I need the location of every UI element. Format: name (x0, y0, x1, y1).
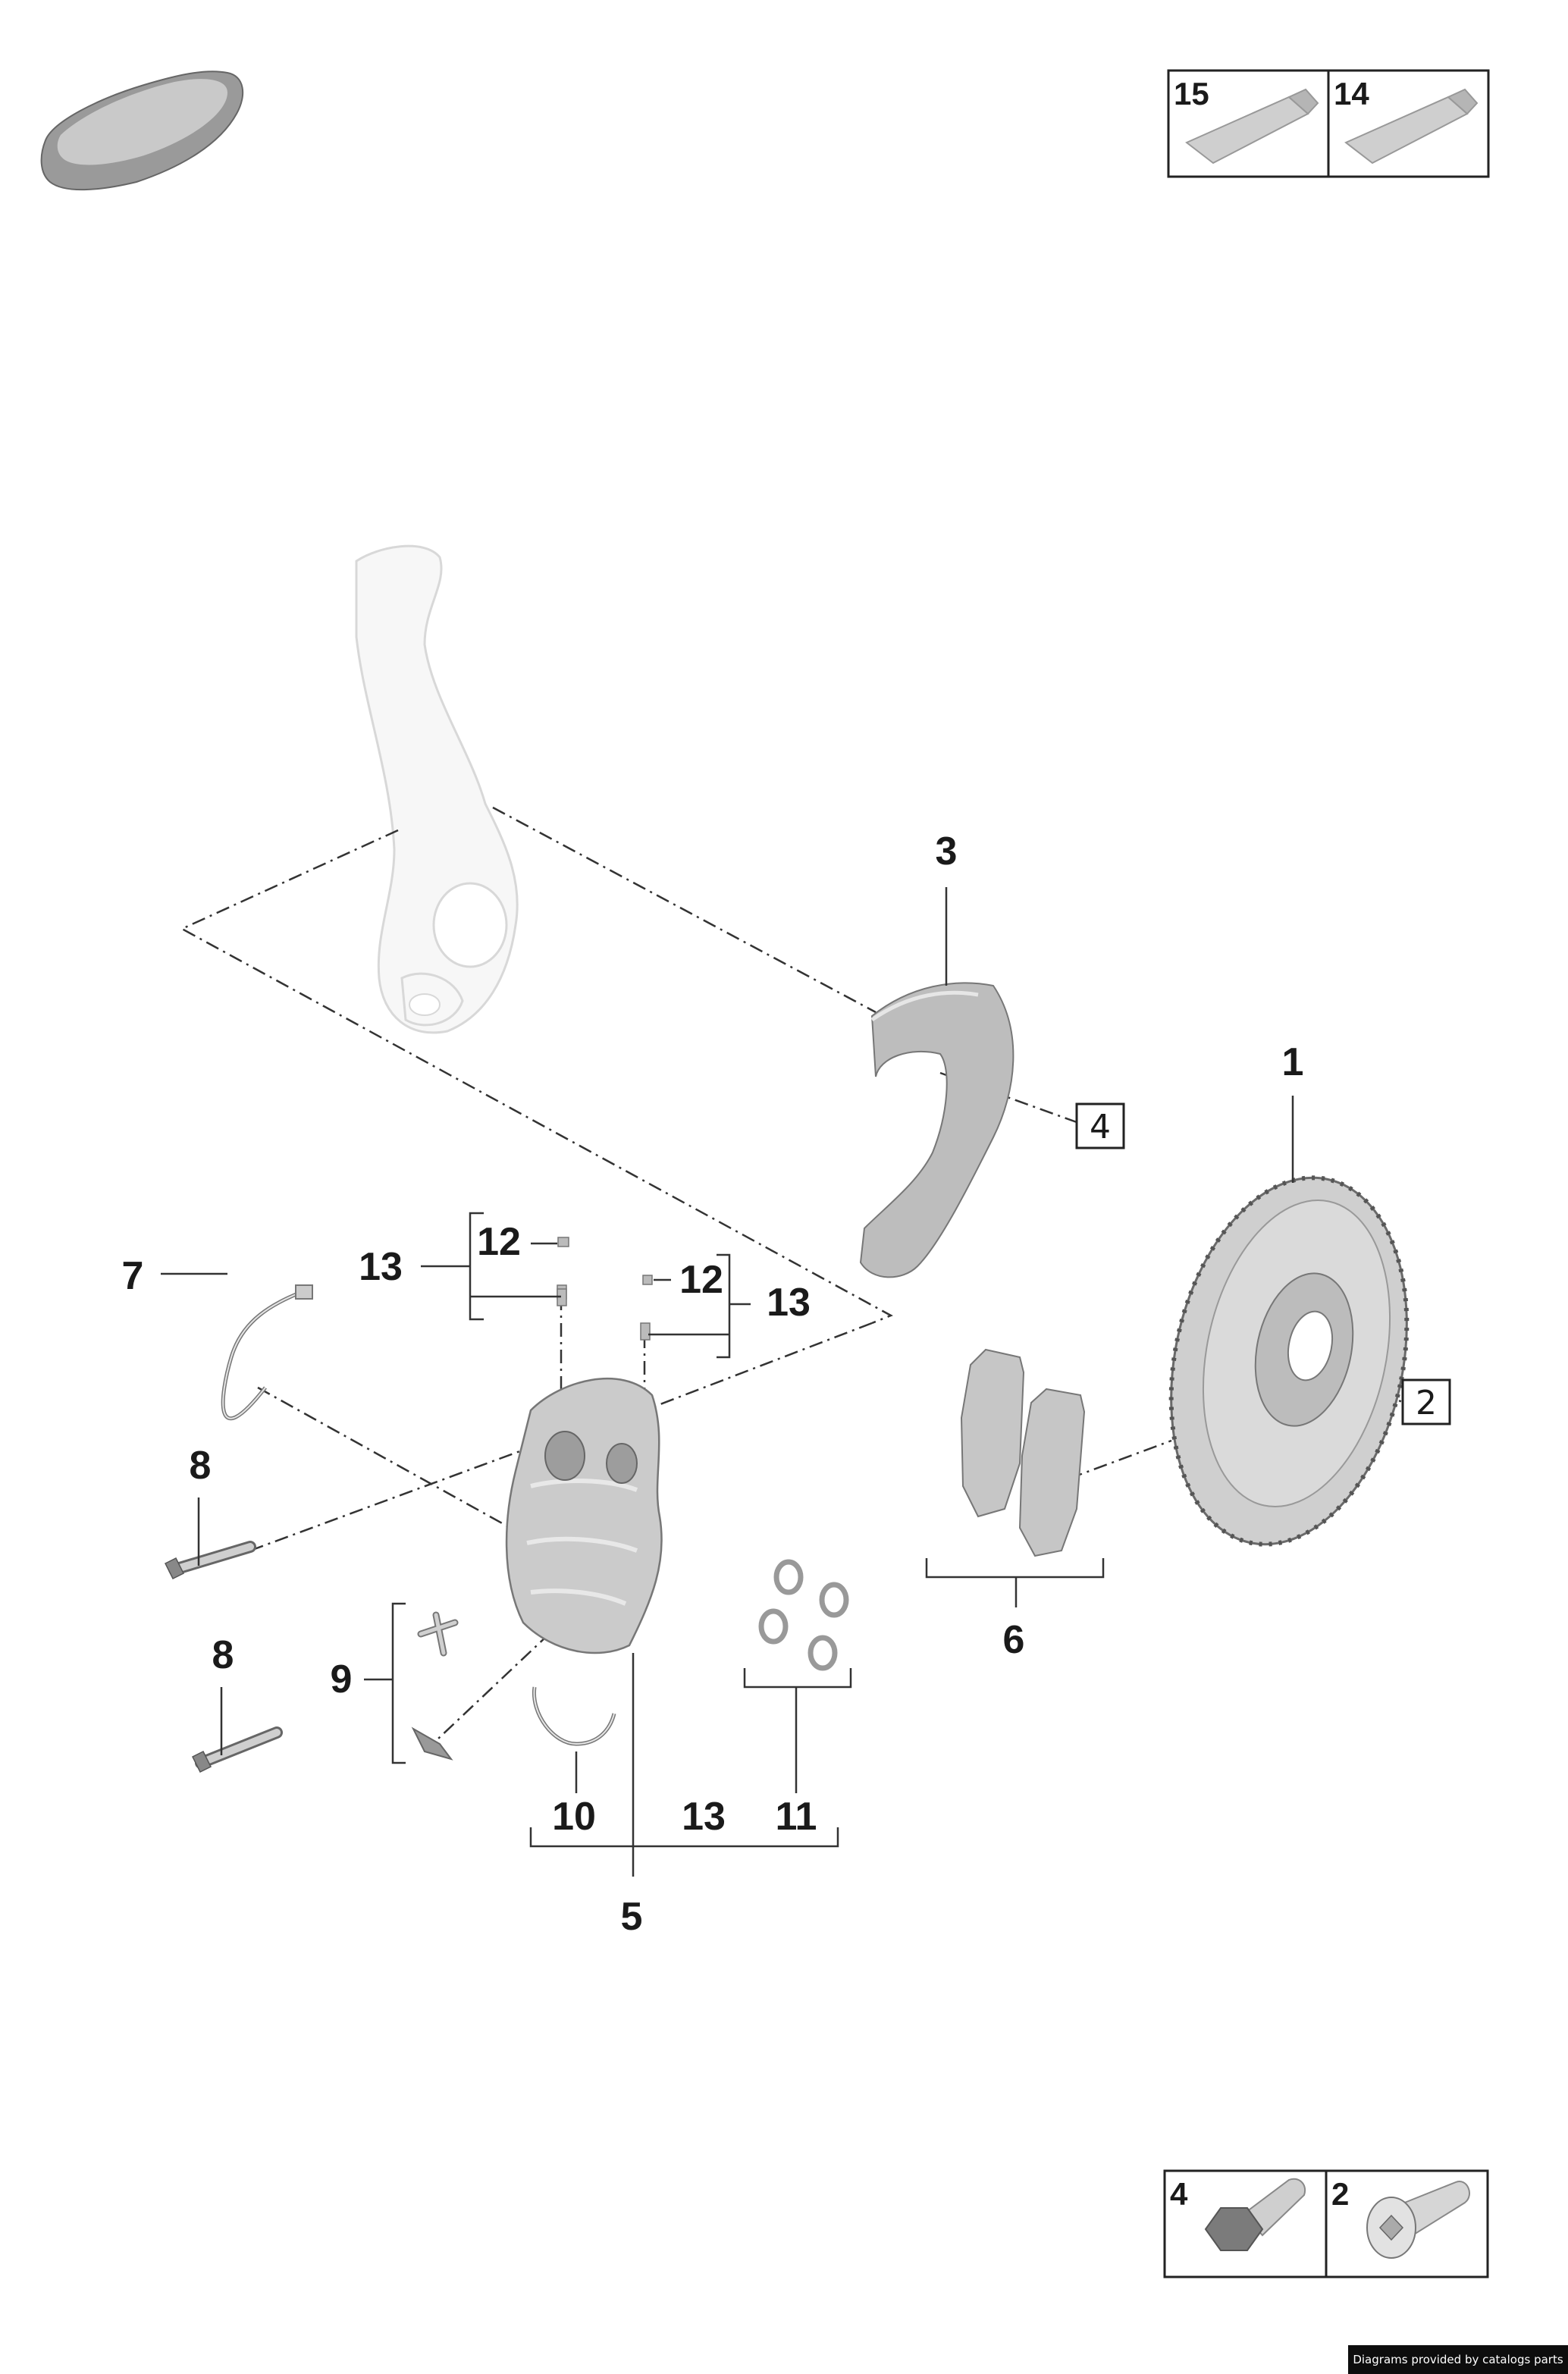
callout-bleed-cap-left: 12 (477, 1220, 521, 1264)
callout-bleed-cap-right: 12 (679, 1258, 723, 1302)
callout-repair-group: 13 (682, 1795, 726, 1839)
callout-shield-bolt: 4 (1090, 1108, 1111, 1146)
callout-disc: 1 (1282, 1040, 1304, 1084)
callout-caliper-bolt-lower: 8 (212, 1633, 234, 1677)
brake-line (532, 1686, 616, 1746)
countersunk-screw-icon (1366, 2181, 1470, 2259)
callout-bleed-valve-left: 13 (359, 1245, 403, 1289)
callout-bleed-valve-right: 13 (767, 1281, 811, 1325)
steering-knuckle (355, 544, 519, 1034)
callout-labels: 1 3 6 7 8 8 9 10 13 11 5 13 12 12 13 (122, 829, 1304, 1939)
brake-dust-shield (859, 982, 1014, 1278)
callout-caliper-bolt-upper: 8 (190, 1444, 212, 1488)
legend-top-number: 14 (1334, 76, 1369, 111)
brake-caliper (505, 1378, 663, 1654)
bleed-components (557, 1237, 653, 1341)
brake-pads (960, 1348, 1086, 1557)
leader-lines (161, 887, 1294, 1877)
seal-rings (758, 1559, 849, 1671)
car-silhouette-icon (40, 71, 243, 191)
legend-bottom-number: 4 (1170, 2176, 1188, 2212)
credit-banner: Diagrams provided by catalogs parts (1348, 2345, 1568, 2374)
caliper-bolts (164, 1541, 283, 1773)
grease-tube-icon (1185, 88, 1319, 165)
legend-top: 15 14 (1167, 69, 1490, 178)
legend-bottom: 4 2 (1163, 2169, 1489, 2278)
callout-brake-line: 10 (552, 1795, 596, 1839)
callout-seal-kit: 11 (776, 1795, 817, 1839)
wear-sensor (221, 1284, 313, 1421)
legend-top-number: 15 (1174, 76, 1209, 111)
boxed-callouts: 4 2 (1075, 1102, 1451, 1425)
callout-wear-sensor: 7 (122, 1254, 144, 1298)
callout-dust-shield: 3 (936, 829, 958, 873)
callout-disc-screw: 2 (1416, 1384, 1437, 1422)
callout-pads: 6 (1003, 1618, 1025, 1662)
callout-caliper: 5 (621, 1895, 643, 1939)
brake-disc (1168, 1175, 1410, 1547)
spring-kit (411, 1611, 459, 1761)
hex-bolt-icon (1204, 2178, 1306, 2251)
callout-spring-kit: 9 (331, 1657, 353, 1701)
grease-tube-icon (1344, 88, 1479, 165)
legend-bottom-number: 2 (1331, 2176, 1349, 2212)
